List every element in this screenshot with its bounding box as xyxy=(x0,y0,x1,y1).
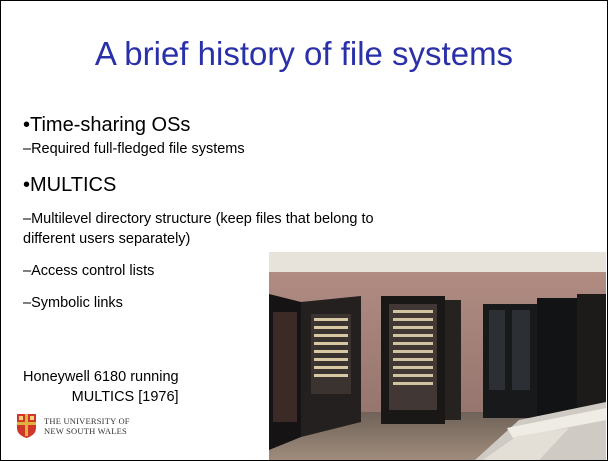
subbullet-multilevel-directory-cont: different users separately) xyxy=(23,231,191,247)
slide-title: A brief history of file systems xyxy=(94,35,514,72)
subbullet-access-control-lists: –Access control lists xyxy=(23,263,155,279)
university-crest-icon xyxy=(17,414,36,438)
subbullet-required-file-systems: –Required full-fledged file systems xyxy=(23,141,245,157)
caption-line-1: Honeywell 6180 running xyxy=(23,369,179,385)
bullet-time-sharing: •Time-sharing OSs xyxy=(23,114,191,136)
honeywell-6180-photo xyxy=(269,252,606,460)
bullet-multics: •MULTICS xyxy=(23,174,117,196)
logo-text-line-1: THE UNIVERSITY OF xyxy=(44,416,130,426)
caption-line-2: MULTICS [1976] xyxy=(71,389,179,405)
subbullet-multilevel-directory: –Multilevel directory structure (keep fi… xyxy=(23,211,374,227)
university-logo: THE UNIVERSITY OF NEW SOUTH WALES xyxy=(17,414,130,438)
photo-caption: Honeywell 6180 running MULTICS [1976] xyxy=(23,367,179,407)
logo-text-line-2: NEW SOUTH WALES xyxy=(44,426,127,436)
subbullet-symbolic-links: –Symbolic links xyxy=(23,295,123,311)
